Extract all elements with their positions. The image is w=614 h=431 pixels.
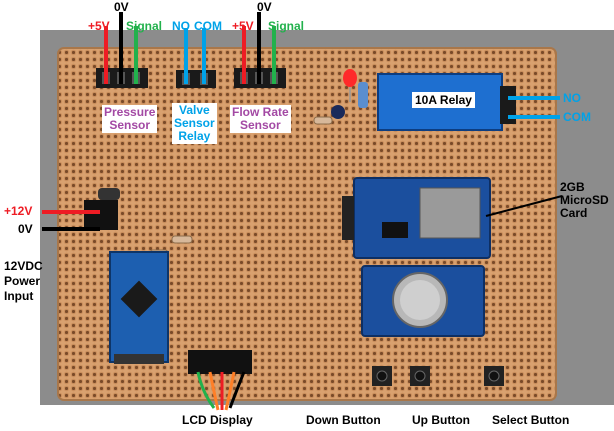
valve-wires <box>184 28 206 84</box>
flow-signal-label: Signal <box>268 19 305 33</box>
transistor <box>331 105 345 119</box>
down-button-part <box>372 366 392 386</box>
sd-card-module <box>342 177 491 259</box>
pressure-signal-label: Signal <box>126 19 163 33</box>
select-button-part <box>484 366 504 386</box>
flow-rate-sensor-label: Flow Rate Sensor <box>230 105 291 133</box>
select-button-label: Select Button <box>492 413 570 427</box>
red-led <box>343 69 357 87</box>
pressure-0v-label: 0V <box>114 0 129 14</box>
lcd-header <box>188 350 252 374</box>
pressure-wires <box>104 12 138 84</box>
up-button-label: Up Button <box>412 413 470 427</box>
valve-com-label: COM <box>194 19 222 33</box>
valve-relay-header <box>176 70 216 88</box>
arduino-pro-mini <box>109 251 169 364</box>
sd-card-pointer <box>485 195 563 217</box>
power-jack <box>84 188 120 230</box>
power-input-label: 12VDC Power Input <box>4 259 43 303</box>
power-12v-label: +12V <box>4 204 33 218</box>
lcd-display-label: LCD Display <box>182 413 253 427</box>
lcd-wires <box>196 371 246 411</box>
flow-0v-label: 0V <box>257 0 272 14</box>
pressure-sensor-label: Pressure Sensor <box>102 105 158 133</box>
rtc-module <box>361 265 485 337</box>
valve-no-label: NO <box>172 19 190 33</box>
relay-com-label: COM <box>563 110 591 124</box>
down-button-label: Down Button <box>306 413 381 427</box>
relay-no-label: NO <box>563 91 581 105</box>
valve-sensor-relay-label: Valve Sensor Relay <box>172 103 217 144</box>
sd-card-label: 2GB MicroSD Card <box>560 180 609 220</box>
relay-title-label: 10A Relay <box>412 92 475 108</box>
resistor-top <box>313 116 333 125</box>
diode <box>358 82 368 108</box>
flow-wires <box>242 12 276 84</box>
pressure-5v-label: +5V <box>88 19 110 33</box>
power-0v-label: 0V <box>18 222 33 236</box>
resistor-left-1 <box>171 235 193 244</box>
flow-5v-label: +5V <box>232 19 254 33</box>
up-button-part <box>410 366 430 386</box>
